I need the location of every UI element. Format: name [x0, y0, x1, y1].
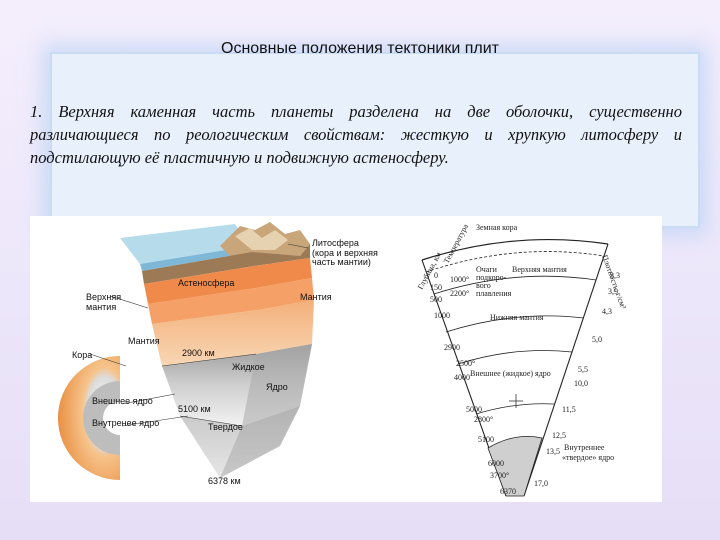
earth-structure-svg: Литосфера (кора и верхняя часть мантии) …	[30, 216, 662, 502]
label-mantle: Мантия	[128, 336, 160, 346]
slide-title: Основные положения тектоники плит	[0, 40, 720, 58]
density-tick: 3,9	[608, 287, 618, 296]
density-tick: 11,5	[562, 405, 576, 414]
label-inner-core: Внутренее ядро	[92, 418, 159, 428]
label-depth-6378: 6378 км	[208, 476, 241, 486]
label-lithosphere: Литосфера	[312, 238, 359, 248]
density-tick: 13,5	[546, 447, 560, 456]
label-depth-5100: 5100 км	[178, 404, 211, 414]
density-tick: 4,3	[602, 307, 612, 316]
label-mantle-right: Мантия	[300, 292, 332, 302]
label-outer-core: Внешнее ядро	[92, 396, 153, 406]
density-tick: 17,0	[534, 479, 548, 488]
label-depth-2900: 2900 км	[182, 348, 215, 358]
temperature-tick: 2200°	[450, 289, 469, 298]
depth-tick: 5000	[466, 405, 482, 414]
density-tick: 10,0	[574, 379, 588, 388]
label-outer-core-right: Внешнее (жидкое) ядро	[470, 369, 551, 378]
label-upper-mantle-2: мантия	[86, 302, 116, 312]
label-upper-mantle-1: Верхняя	[86, 292, 121, 302]
label-lower-mantle: Нижняя мантия	[490, 313, 544, 322]
density-tick: 5,0	[592, 335, 602, 344]
depth-tick: 6370	[500, 487, 516, 496]
temperature-tick: 1000°	[450, 275, 469, 284]
depth-tick: 150	[430, 283, 442, 292]
label-density-axis: Плотность, г/см³	[600, 254, 628, 311]
earth-sector-diagram: Земная кора Глубина, км Температура Плот…	[416, 222, 628, 496]
earth-structure-figure: Литосфера (кора и верхняя часть мантии) …	[30, 216, 662, 502]
label-upper-mantle: Верхняя мантия	[512, 265, 567, 274]
depth-tick: 2900	[444, 343, 460, 352]
density-tick: 5,5	[578, 365, 588, 374]
depth-tick: 500	[430, 295, 442, 304]
label-crust: Кора	[72, 350, 92, 360]
label-inner-core-right-2: «твердое» ядро	[562, 453, 614, 462]
principle-paragraph: 1. Верхняя каменная часть планеты раздел…	[30, 100, 682, 169]
earth-wedge-diagram: Литосфера (кора и верхняя часть мантии) …	[58, 222, 378, 486]
label-solid: Твердое	[208, 422, 243, 432]
label-liquid: Жидкое	[232, 362, 265, 372]
depth-tick: 5100	[478, 435, 494, 444]
depth-tick: 0	[434, 271, 438, 280]
label-earth-crust: Земная кора	[476, 223, 518, 232]
depth-tick: 4000	[454, 373, 470, 382]
depth-tick: 6000	[488, 459, 504, 468]
density-tick: 3,3	[610, 271, 620, 280]
temperature-tick: 2500°	[456, 359, 475, 368]
density-tick: 12,5	[552, 431, 566, 440]
label-melting-foci-4: плавления	[476, 289, 512, 298]
temperature-tick: 2800°	[474, 415, 493, 424]
depth-tick: 1000	[434, 311, 450, 320]
label-asthenosphere: Астеносфера	[178, 278, 234, 288]
label-core: Ядро	[266, 382, 288, 392]
label-lithosphere-sub2: часть мантии)	[312, 257, 371, 267]
label-temperature: Температура	[442, 222, 470, 265]
temperature-tick: 3700°	[490, 471, 509, 480]
label-inner-core-right-1: Внутреннее	[564, 443, 605, 452]
